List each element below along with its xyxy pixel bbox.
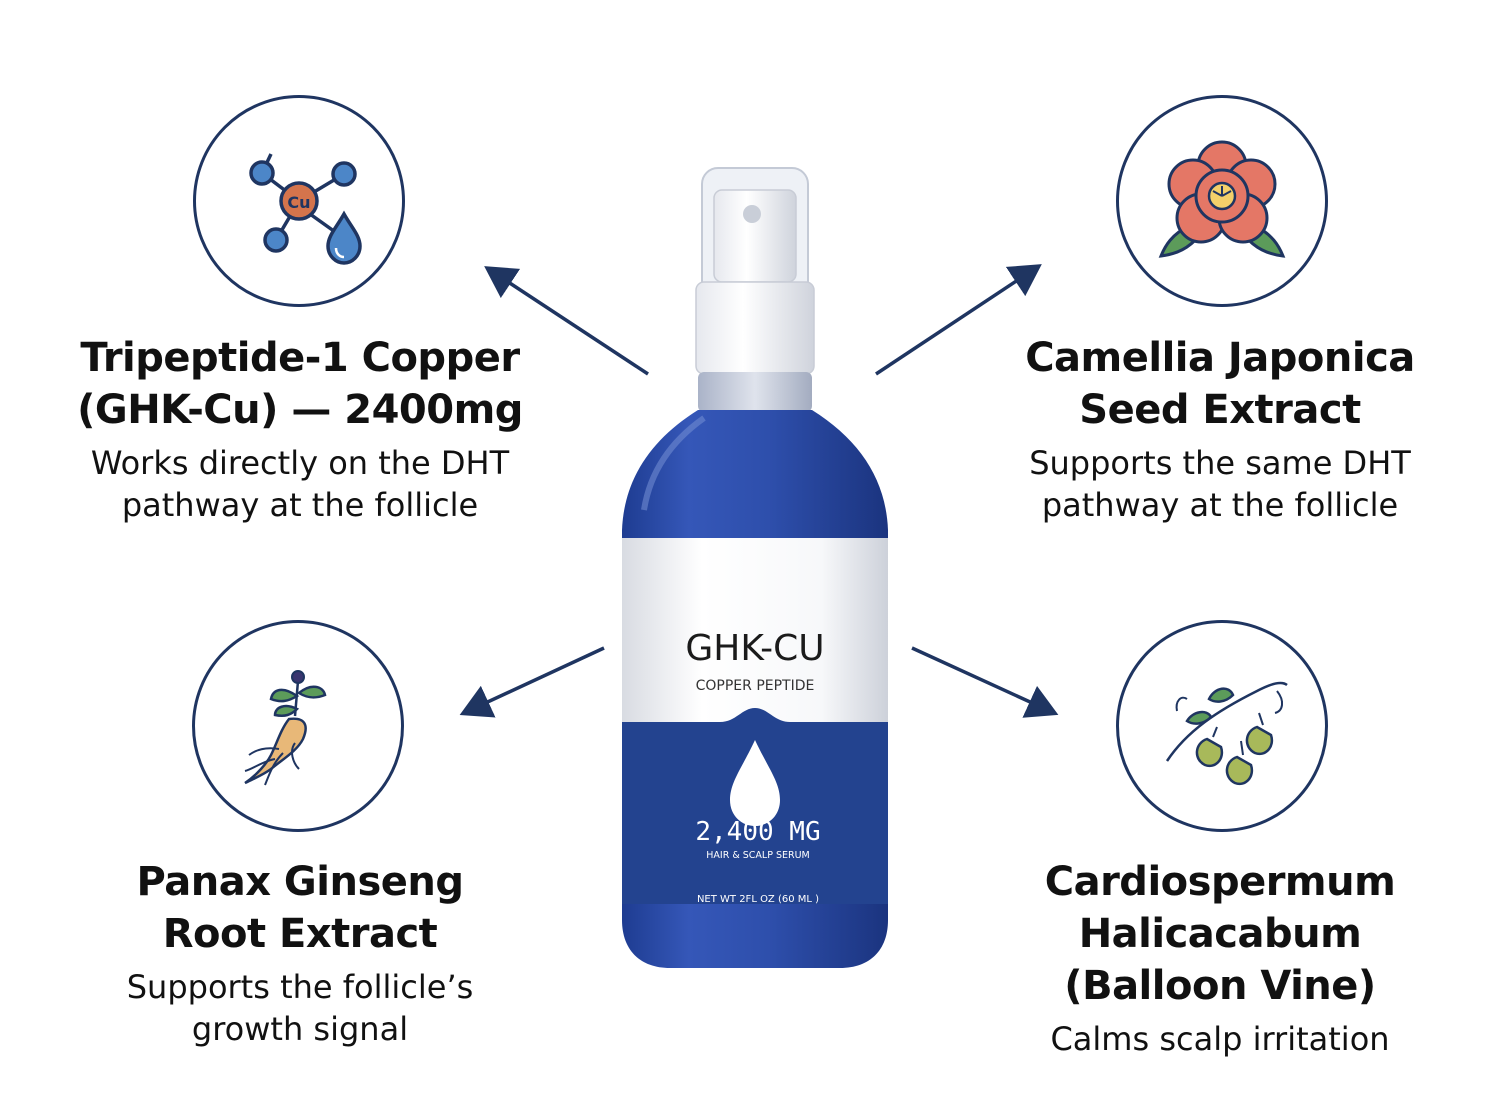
ingredient-title: Panax Ginseng Root Extract	[136, 859, 465, 957]
arrow-top-left	[484, 266, 649, 376]
droplet-icon	[730, 740, 780, 826]
arrow-bottom-left	[459, 646, 605, 718]
icon-circle-balloon-vine	[1116, 620, 1328, 832]
ingredient-description: Supports the same DHT pathway at the fol…	[1029, 444, 1411, 524]
ingredient-description: Works directly on the DHT pathway at the…	[90, 444, 510, 524]
product-brand: GHK-CU	[685, 628, 824, 669]
bottle-neck	[698, 372, 812, 412]
ingredient-block-copper: Tripeptide-1 Copper (GHK-Cu) — 2400mg Wo…	[40, 332, 560, 526]
icon-circle-ginseng	[192, 620, 404, 832]
ingredient-block-camellia: Camellia Japonica Seed Extract Supports …	[960, 332, 1480, 526]
ingredient-title: Camellia Japonica Seed Extract	[1025, 335, 1415, 433]
ingredient-title: Cardiospermum Halicacabum (Balloon Vine)	[1044, 859, 1396, 1009]
product-type: HAIR & SCALP SERUM	[706, 850, 809, 861]
net-weight: NET WT 2FL OZ (60 ML )	[697, 894, 819, 905]
icon-circle-copper: Cu	[193, 95, 405, 307]
spray-nozzle	[713, 189, 797, 283]
spray-collar	[695, 281, 815, 375]
ingredient-block-ginseng: Panax Ginseng Root Extract Supports the …	[40, 856, 560, 1050]
icon-circle-camellia	[1116, 95, 1328, 307]
ingredient-description: Supports the follicle’s growth signal	[126, 968, 474, 1048]
product-subtitle: COPPER PEPTIDE	[696, 678, 815, 694]
copper-molecule-icon: Cu	[249, 153, 362, 265]
arrow-top-right	[875, 264, 1042, 376]
product-strength: 2,400 MG	[695, 817, 820, 847]
arrow-bottom-right	[911, 646, 1059, 718]
ingredient-block-balloon-vine: Cardiospermum Halicacabum (Balloon Vine)…	[960, 856, 1480, 1060]
camellia-flower-icon	[1158, 140, 1286, 258]
serum-bottle: GHK-CU COPPER PEPTIDE 2,400 MG HAIR & SC…	[622, 167, 888, 968]
balloon-vine-icon	[1165, 681, 1288, 786]
ingredient-title: Tripeptide-1 Copper (GHK-Cu) — 2400mg	[77, 335, 523, 433]
ginseng-root-icon	[244, 670, 327, 786]
ingredient-description: Calms scalp irritation	[1050, 1020, 1390, 1058]
svg-text:Cu: Cu	[287, 193, 310, 212]
